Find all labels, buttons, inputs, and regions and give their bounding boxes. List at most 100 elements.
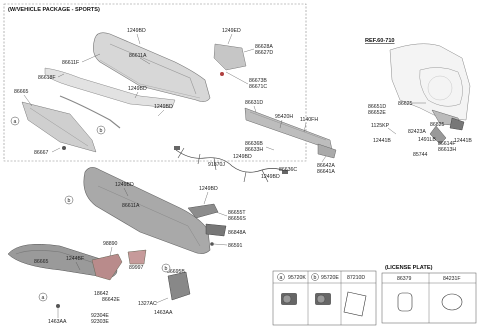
part-label: 1249BD — [154, 104, 173, 110]
part-label: 12441B — [373, 138, 391, 144]
bolt-icon — [62, 146, 66, 150]
part-label: 86627D — [255, 50, 273, 56]
callout-b — [161, 263, 171, 273]
leader-line — [57, 73, 65, 78]
callout-b — [96, 125, 106, 135]
part-label: 86633H — [245, 147, 263, 153]
part-label: 1491LB — [418, 137, 436, 143]
part-label: 1327AC — [138, 301, 157, 307]
callout-b — [64, 195, 74, 205]
part-label: 18642 — [94, 291, 109, 297]
callout-a — [38, 292, 48, 302]
part-label: 86671C — [249, 84, 267, 90]
part-label: 86848A — [228, 230, 246, 236]
legend-callout: a — [280, 275, 283, 281]
part-label: 86652E — [368, 110, 386, 116]
leader-line — [387, 127, 397, 135]
part-label: 86665 — [34, 259, 49, 265]
license-plate-title: (LICENSE PLATE) — [385, 265, 433, 271]
plate-part-code: 84231F — [443, 276, 461, 282]
sports-skid-plate — [21, 101, 97, 153]
part-label: 1249ED — [222, 28, 241, 34]
bumper-cover — [83, 167, 211, 254]
part-label: 1140FH — [300, 117, 318, 123]
legend-code: 87210D — [347, 275, 365, 281]
part-label: 86651D — [368, 104, 386, 110]
sports-molding-strip — [59, 95, 121, 129]
sports-bumper-cover — [93, 32, 211, 102]
leader-line — [155, 297, 169, 304]
part-label: 86611A — [122, 203, 140, 209]
part-label: 1249BD — [199, 186, 218, 192]
callout-a — [10, 116, 20, 126]
part-label: 98890 — [103, 241, 118, 247]
leader-line — [157, 109, 165, 117]
part-label: 86667 — [34, 150, 49, 156]
leader-line — [123, 187, 129, 197]
leader-line — [109, 246, 113, 257]
reflector-small — [127, 249, 147, 265]
part-label: 1463AA — [48, 319, 67, 325]
part-label: 86642A — [317, 163, 335, 169]
part-label: 92304E — [91, 313, 109, 319]
leader-line — [81, 53, 101, 63]
part-label: 86673B — [249, 78, 267, 84]
part-label: 86665 — [14, 89, 29, 95]
callout-letter: b — [68, 198, 71, 204]
lower-skid-plate — [7, 244, 118, 279]
plate-grommet-icon — [441, 293, 463, 311]
leader-line — [243, 48, 255, 53]
bumper-reflector-bracket — [187, 203, 219, 219]
clip-icon — [210, 242, 214, 246]
sports-side-bracket — [213, 43, 247, 76]
legend-table: a 95720K b 95720E 87210D — [272, 270, 377, 326]
callout-letter: b — [165, 266, 168, 272]
leader-line — [215, 211, 228, 217]
leader-line — [279, 119, 283, 129]
leader-line — [227, 33, 233, 45]
parking-sensor-icon — [281, 293, 297, 305]
leader-line — [139, 57, 151, 65]
leader-line — [303, 122, 307, 133]
leader-line — [225, 71, 249, 85]
part-label: 86695B — [167, 269, 185, 275]
part-label: 86613H — [438, 147, 456, 153]
part-label: 1249BD — [127, 28, 146, 34]
part-label: 91870J — [208, 162, 225, 168]
body-side-panel — [389, 43, 471, 121]
part-label: 86625 — [398, 101, 413, 107]
part-label: 1249BD — [115, 182, 134, 188]
part-label: 86825 — [430, 122, 445, 128]
part-label: 92303E — [91, 319, 109, 325]
part-label: 95420H — [275, 114, 293, 120]
tape-pad-icon — [343, 291, 367, 317]
bolt-icon — [56, 304, 60, 308]
leader-line — [136, 33, 141, 45]
part-label: 86618F — [38, 75, 56, 81]
part-label: 86656S — [228, 216, 246, 222]
leader-line — [134, 91, 139, 99]
part-label: 86641A — [317, 169, 335, 175]
part-label: 12441B — [454, 138, 472, 144]
part-label: 86611A — [129, 53, 147, 59]
sports-lower-garnish — [44, 67, 176, 109]
leader-line — [51, 147, 61, 153]
callout-letter: a — [14, 119, 17, 125]
part-label: 86631D — [245, 100, 263, 106]
leader-line — [265, 146, 275, 151]
side-bracket-right — [429, 109, 465, 145]
callout-letter: a — [42, 295, 45, 301]
side-reflector — [91, 253, 123, 281]
part-label: 86636C — [279, 167, 297, 173]
legend-callout: b — [314, 275, 317, 281]
leader-line — [321, 155, 327, 163]
plate-pad-icon — [397, 292, 413, 312]
part-label: 1244BF — [66, 256, 84, 262]
part-label: 86614F — [438, 141, 456, 147]
leader-line — [75, 261, 81, 271]
ref-label: REF.60-710 — [365, 38, 395, 44]
part-label: 1249BD — [233, 154, 252, 160]
part-label: 86591 — [228, 243, 243, 249]
legend-code: 95720E — [321, 275, 339, 281]
